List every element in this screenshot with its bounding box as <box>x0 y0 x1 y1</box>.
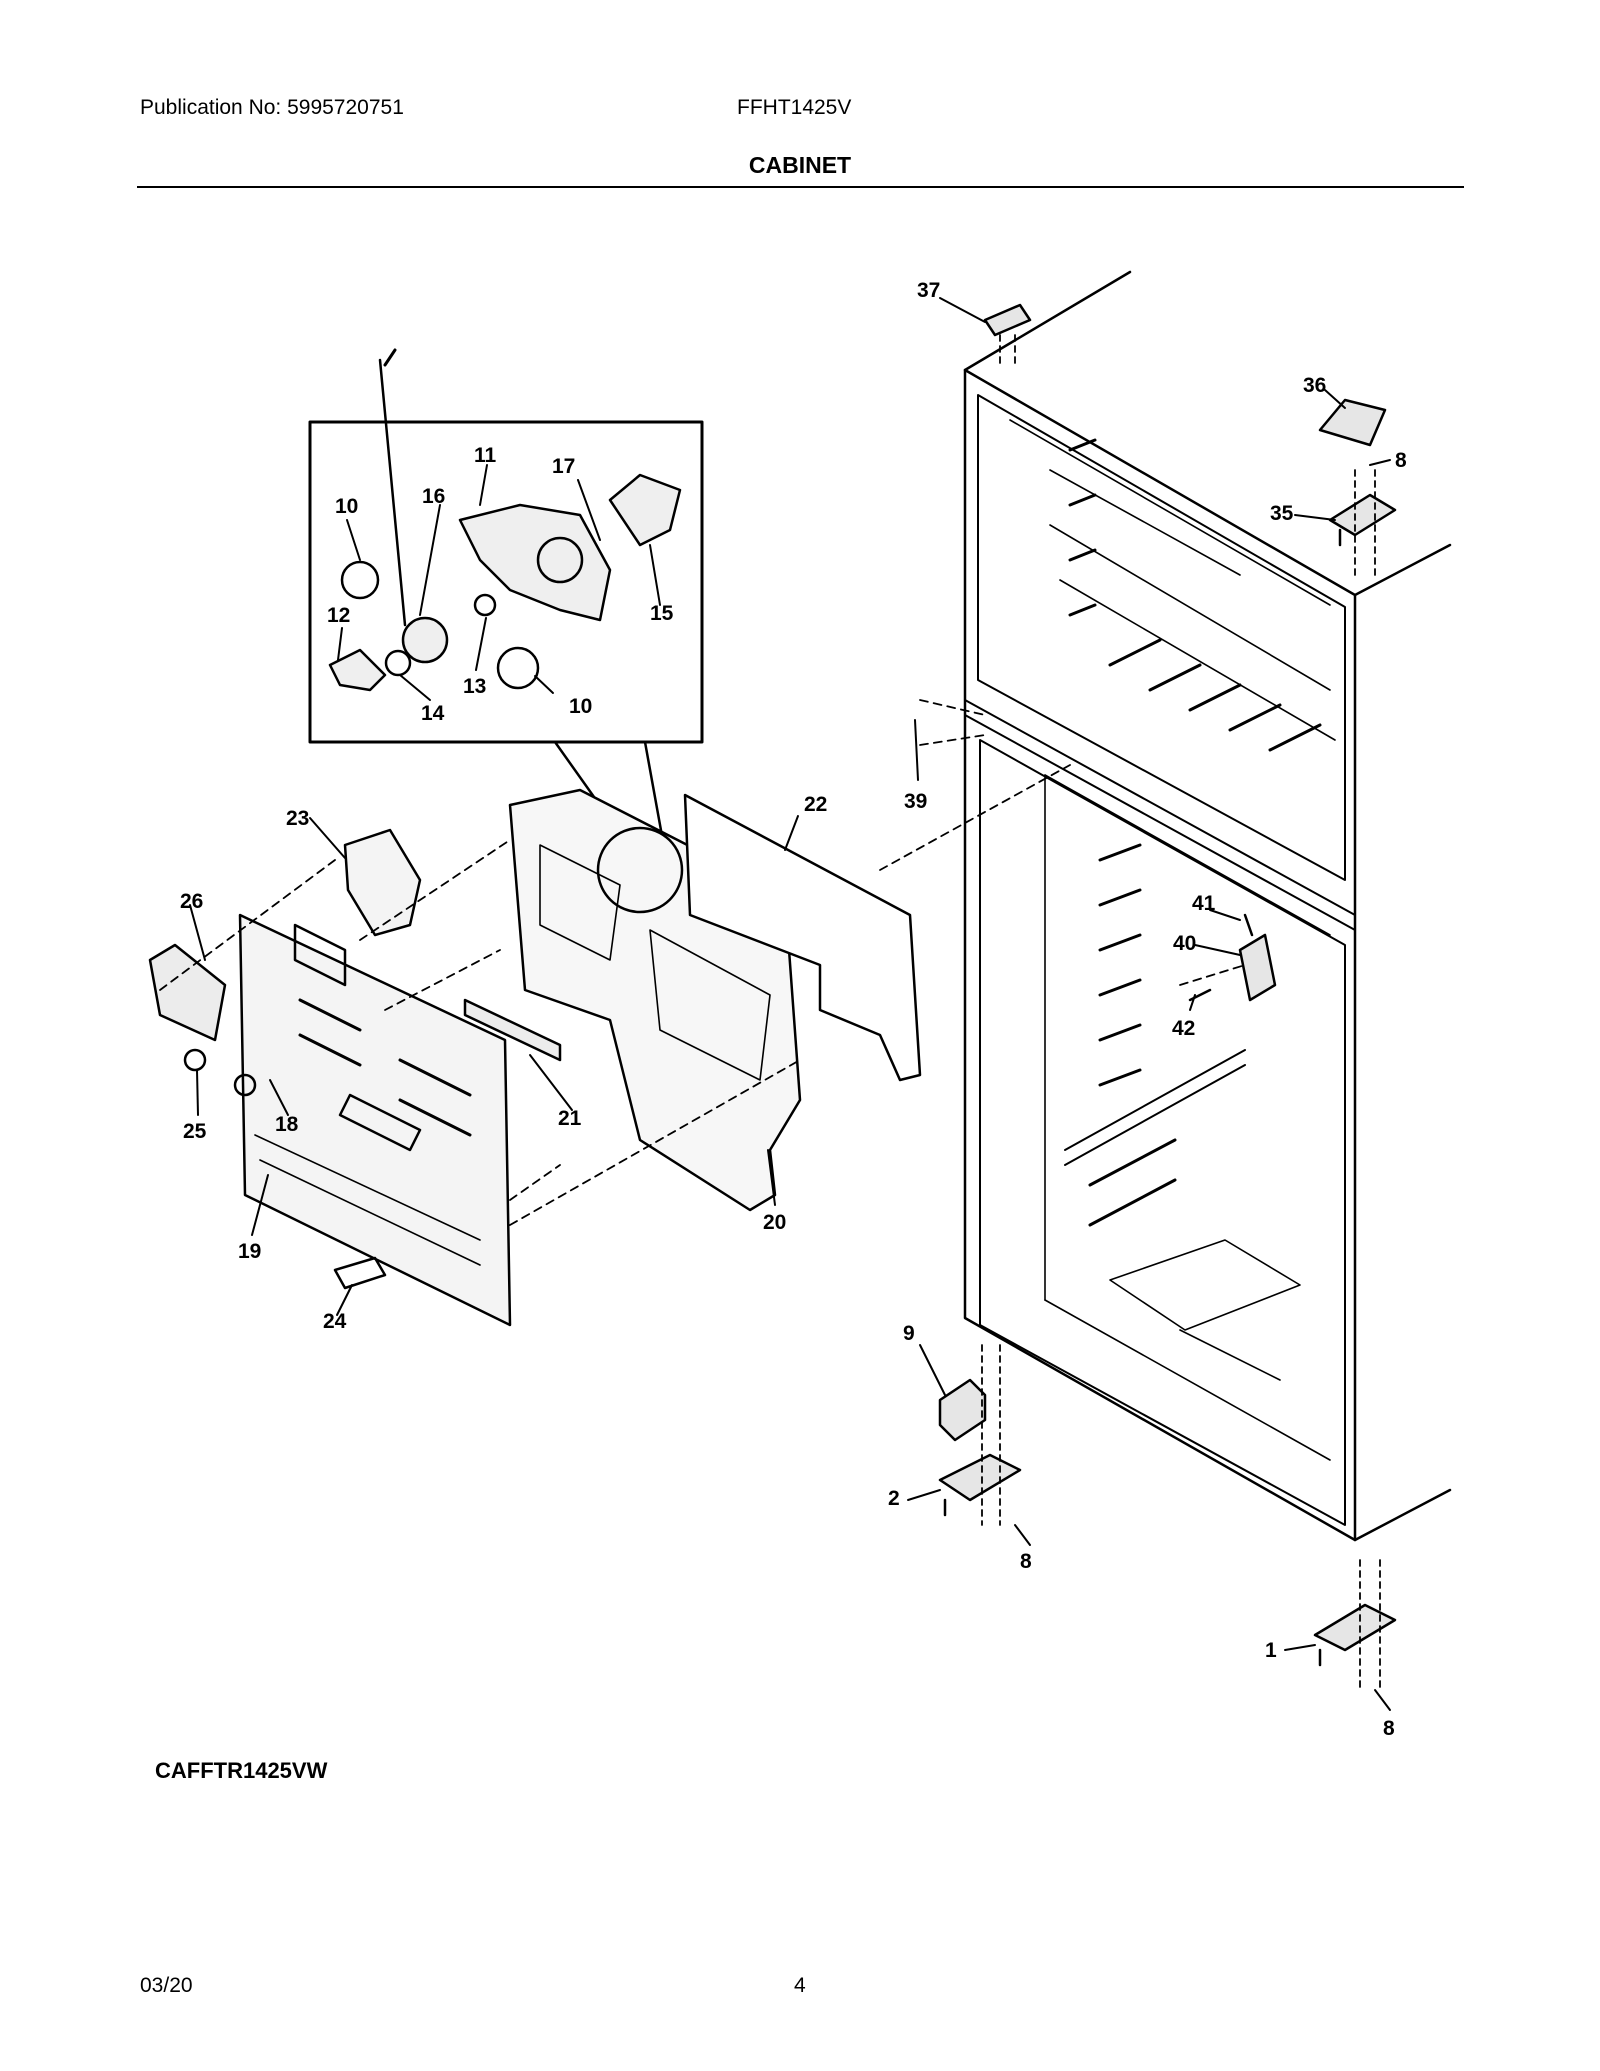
callout-2: 2 <box>888 1487 900 1510</box>
callout-9: 9 <box>903 1322 915 1345</box>
callout-13: 13 <box>463 675 486 698</box>
callout-8-mid: 8 <box>1020 1550 1032 1573</box>
callout-37: 37 <box>917 279 940 302</box>
callout-8-bottom: 8 <box>1383 1717 1395 1740</box>
callout-11: 11 <box>474 444 497 467</box>
callout-19: 19 <box>238 1240 261 1263</box>
callout-labels: 37 36 8 35 39 41 40 42 9 2 8 1 8 11 17 1… <box>180 279 1407 1740</box>
center-hinge-40 <box>1188 913 1277 1002</box>
cover-26 <box>148 943 227 1042</box>
seal-24 <box>333 1256 387 1290</box>
fresh-food-slots <box>1088 843 1177 1227</box>
callout-10-top: 10 <box>335 495 358 518</box>
strip-21 <box>463 998 562 1062</box>
callout-36: 36 <box>1303 374 1326 397</box>
callout-10-bottom: 10 <box>569 695 592 718</box>
callout-16: 16 <box>422 485 445 508</box>
bottom-screws <box>981 1344 1381 1691</box>
callout-25: 25 <box>183 1120 207 1143</box>
plug-25 <box>183 1048 207 1072</box>
callout-15: 15 <box>650 602 674 625</box>
callout-42: 42 <box>1172 1017 1195 1040</box>
top-hinge-cover-37 <box>983 303 1032 337</box>
refrigerator-cabinet <box>963 270 1452 1542</box>
callout-40: 40 <box>1173 932 1196 955</box>
freezer-ribs <box>1068 438 1322 752</box>
page-number: 4 <box>794 1974 806 1997</box>
callout-18: 18 <box>275 1113 299 1136</box>
model-number: FFHT1425V <box>737 96 852 119</box>
callout-20: 20 <box>763 1211 786 1234</box>
callout-41: 41 <box>1192 892 1216 915</box>
callout-14: 14 <box>421 702 445 725</box>
top-hinge-35 <box>1328 493 1397 547</box>
hinge-screws <box>999 334 1376 581</box>
callout-1: 1 <box>1265 1639 1277 1662</box>
page-title: CABINET <box>748 152 852 178</box>
callout-21: 21 <box>558 1107 582 1130</box>
insulation-panel-22 <box>683 793 922 1082</box>
hinge-cover-36 <box>1318 398 1387 447</box>
callout-12: 12 <box>327 604 350 627</box>
leader-lines <box>189 297 1391 1711</box>
bottom-hinge-1 <box>1313 1603 1397 1667</box>
plug-18 <box>233 1073 257 1097</box>
publication-number: Publication No: 5995720751 <box>140 96 404 119</box>
fan-motor-inset <box>308 348 704 892</box>
callout-39: 39 <box>904 790 927 813</box>
insulation-23 <box>343 828 422 937</box>
header-divider <box>137 186 1464 188</box>
callout-22: 22 <box>804 793 827 816</box>
callout-17: 17 <box>552 455 575 478</box>
hinge-cover-9 <box>938 1378 987 1442</box>
callout-24: 24 <box>323 1310 347 1333</box>
callout-8-top: 8 <box>1395 449 1407 472</box>
alignment-lines <box>159 699 1246 1226</box>
callout-35: 35 <box>1270 502 1294 525</box>
callout-26: 26 <box>180 890 203 913</box>
bottom-hinge-2 <box>938 1453 1022 1517</box>
diagram-code: CAFFTR1425VW <box>155 1758 328 1783</box>
evaporator-cover-19 <box>238 913 512 1327</box>
callout-23: 23 <box>286 807 309 830</box>
publication-date: 03/20 <box>140 1974 193 1997</box>
